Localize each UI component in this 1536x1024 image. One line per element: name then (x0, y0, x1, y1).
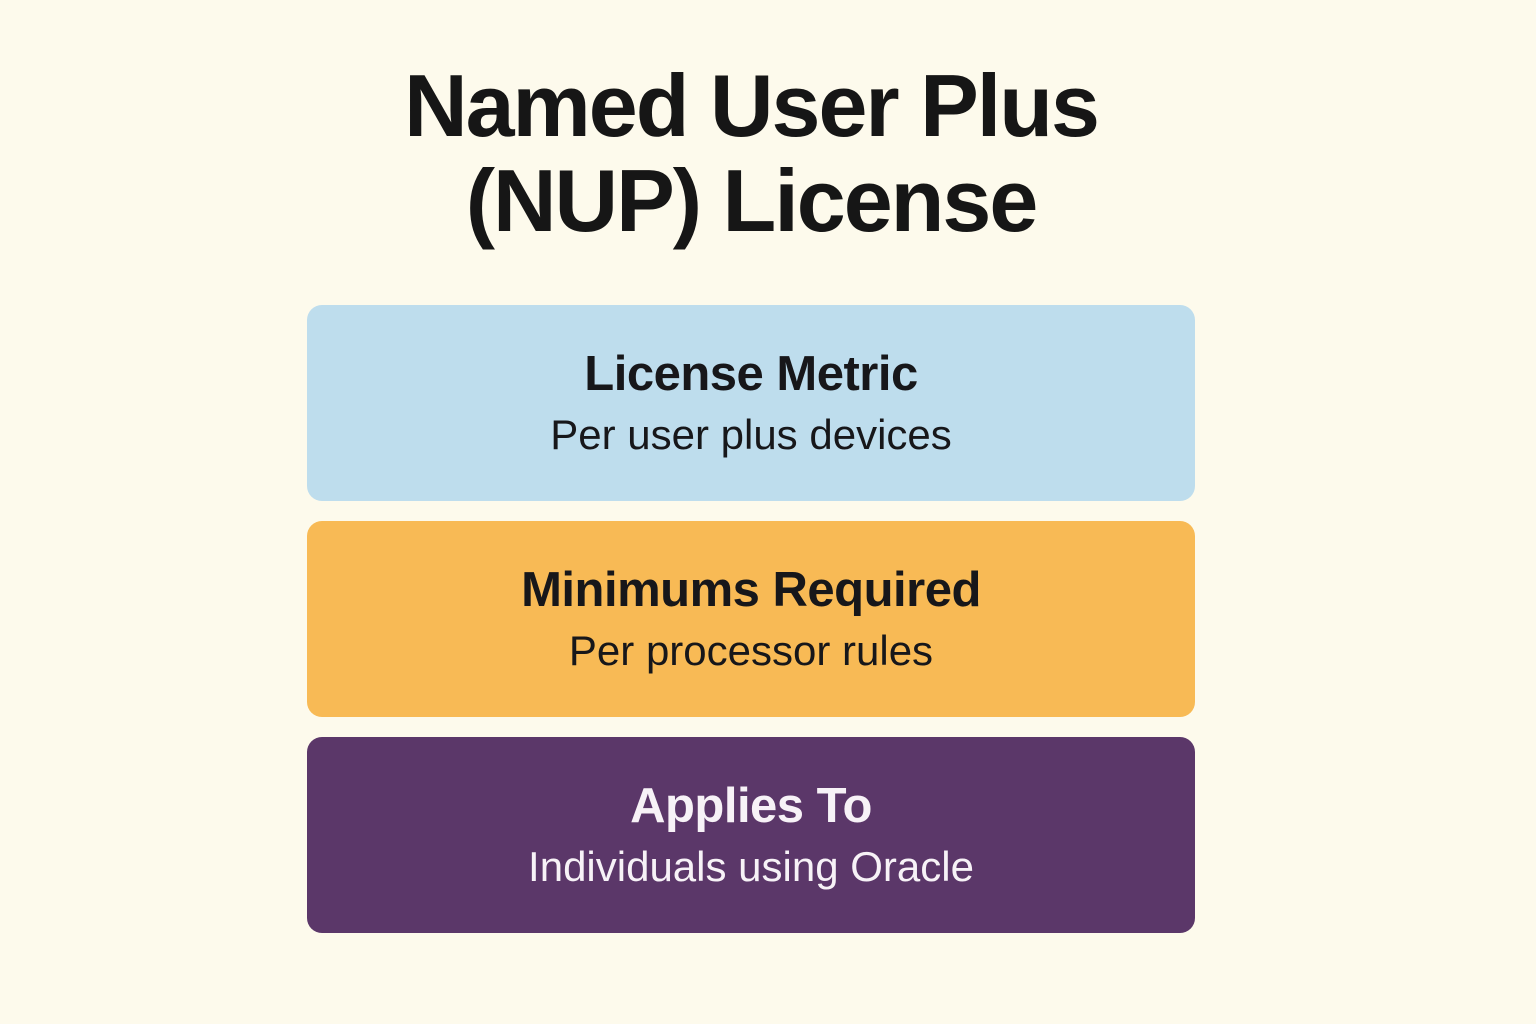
page-title-line-2: (NUP) License (465, 151, 1039, 251)
card-license-metric: License Metric Per user plus devices (307, 305, 1195, 501)
page-title: Named User Plus (NUP) License (284, 58, 1218, 248)
card-heading: License Metric (584, 346, 918, 401)
card-heading: Applies To (630, 778, 872, 833)
card-applies-to: Applies To Individuals using Oracle (307, 737, 1195, 933)
card-description: Per processor rules (568, 626, 934, 674)
card-minimums-required: Minimums Required Per processor rules (307, 521, 1195, 717)
card-description: Individuals using Oracle (528, 842, 974, 890)
card-description: Per user plus devices (550, 410, 952, 458)
page-title-line-1: Named User Plus (404, 56, 1100, 155)
card-heading: Minimums Required (521, 562, 981, 617)
card-stack: License Metric Per user plus devices Min… (307, 305, 1195, 933)
